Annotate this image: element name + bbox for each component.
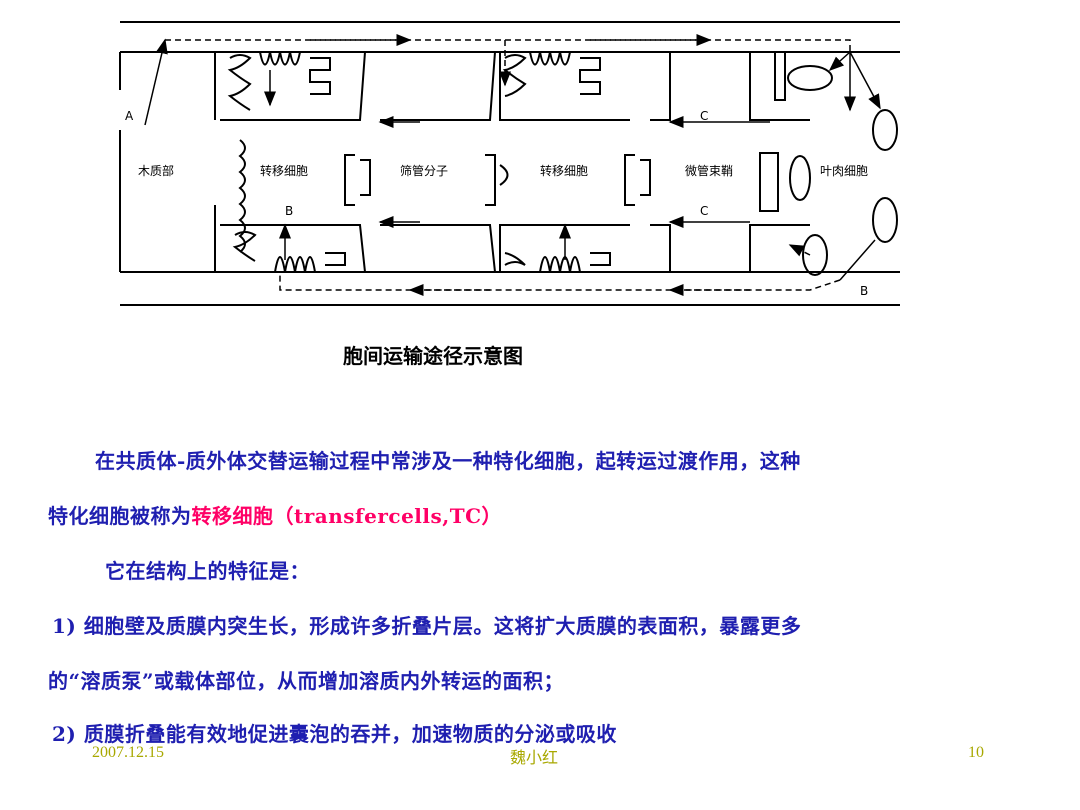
label-transfer-cell-2: 转移细胞 [540, 163, 588, 178]
paragraph-2: 它在结构上的特征是： [105, 559, 310, 583]
list-item-1-line-1: 1) 细胞壁及质膜内突生长，形成许多折叠片层。这将扩大质膜的表面积，暴露更多 [52, 614, 802, 638]
transport-pathway-diagram: A 木质部 转移细胞 筛管分子 转移细胞 微管束鞘 叶肉细胞 B C C B [119, 21, 900, 306]
label-b-right: B [860, 284, 868, 298]
label-xylem: 木质部 [138, 163, 174, 178]
label-mesophyll-cell: 叶肉细胞 [820, 164, 868, 178]
label-bundle-sheath: 微管束鞘 [685, 163, 733, 178]
list-item-1-line-2: 的“溶质泵”或载体部位，从而增加溶质内外转运的面积； [48, 669, 565, 693]
footer-date: 2007.12.15 [92, 744, 164, 761]
label-transfer-cell-1: 转移细胞 [260, 163, 308, 178]
label-b-left: B [285, 204, 293, 218]
footer-author: 魏小红 [510, 750, 559, 767]
list-item-2: 2) 质膜折叠能有效地促进囊泡的吞并，加速物质的分泌或吸收 [52, 722, 617, 746]
paragraph-1-line-2: 特化细胞被称为转移细胞（transfercells,TC） [48, 500, 502, 529]
paragraph-1-prefix: 特化细胞被称为 [48, 504, 192, 528]
label-c-bottom: C [700, 204, 708, 218]
label-c-top: C [700, 109, 708, 123]
highlighted-term: 转移细胞（transfercells,TC） [191, 504, 503, 528]
label-a: A [125, 109, 134, 123]
footer-page-number: 10 [968, 744, 984, 761]
label-sieve-element: 筛管分子 [400, 163, 448, 178]
diagram-caption: 胞间运输途径示意图 [343, 344, 523, 368]
paragraph-1-line-1: 在共质体-质外体交替运输过程中常涉及一种特化细胞，起转运过渡作用，这种 [95, 449, 801, 473]
